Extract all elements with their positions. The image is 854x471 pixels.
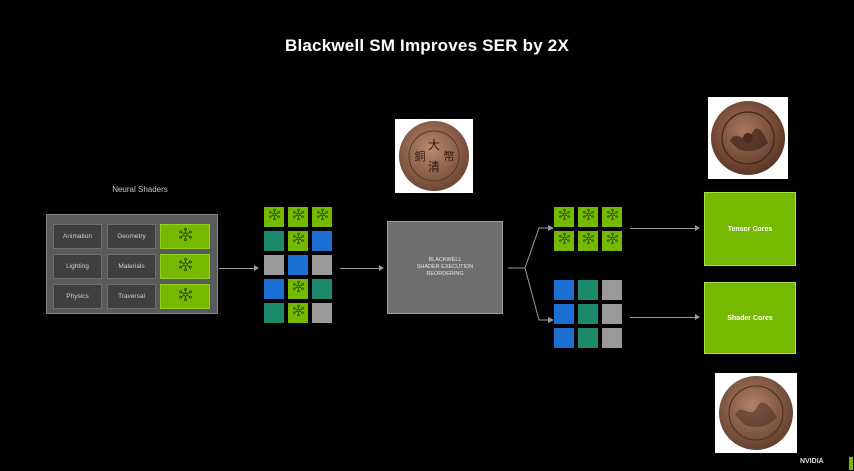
shader-item-materials: Materials xyxy=(107,254,156,279)
shader-execution-reordering-box: BLACKWELL SHADER EXECUTION REORDERING xyxy=(387,221,503,314)
shader-item-traversal: Traversal xyxy=(107,284,156,309)
thread-cell xyxy=(554,328,574,348)
ser-line: REORDERING xyxy=(426,271,464,277)
flow-arrow xyxy=(630,228,696,229)
thread-cell xyxy=(288,207,308,227)
slide-title: Blackwell SM Improves SER by 2X xyxy=(285,36,569,55)
thread-cell xyxy=(264,279,284,299)
neural-network-icon xyxy=(292,280,305,298)
coin-photo-top-center: 大 清 銅 幣 xyxy=(395,119,473,193)
svg-text:清: 清 xyxy=(428,160,440,174)
thread-cell xyxy=(578,207,598,227)
shader-item-lighting: Lighting xyxy=(53,254,102,279)
thread-cell xyxy=(578,280,598,300)
thread-cell xyxy=(288,255,308,275)
neural-network-icon xyxy=(558,208,571,226)
coin-image xyxy=(719,376,793,450)
flow-arrow xyxy=(340,268,380,269)
tensor-cores-box: Tensor Cores xyxy=(704,192,796,266)
svg-text:大: 大 xyxy=(428,138,440,152)
input-thread-grid xyxy=(264,207,338,327)
ser-line: BLACKWELL xyxy=(428,257,462,263)
thread-cell xyxy=(578,328,598,348)
nvidia-logo: NVIDIA xyxy=(800,458,824,465)
flow-arrow xyxy=(219,268,255,269)
coin-photo-bottom-right xyxy=(715,373,797,453)
thread-cell xyxy=(312,231,332,251)
thread-cell xyxy=(312,303,332,323)
thread-cell xyxy=(312,279,332,299)
thread-cell xyxy=(554,280,574,300)
thread-cell xyxy=(578,304,598,324)
flow-arrowhead xyxy=(254,265,259,271)
svg-text:銅: 銅 xyxy=(415,149,426,163)
neural-network-icon xyxy=(582,208,595,226)
coin-image: 大 清 銅 幣 xyxy=(399,121,469,191)
flow-arrow xyxy=(630,317,696,318)
branch-connector xyxy=(508,225,554,323)
coin-image xyxy=(711,101,785,175)
neural-network-icon xyxy=(268,208,281,226)
neural-network-icon xyxy=(178,227,193,247)
thread-cell xyxy=(602,304,622,324)
shader-item-physics: Physics xyxy=(53,284,102,309)
thread-cell xyxy=(288,231,308,251)
shader-item-animation: Animation xyxy=(53,224,102,249)
thread-cell xyxy=(288,279,308,299)
thread-cell xyxy=(602,328,622,348)
thread-cell xyxy=(264,255,284,275)
flow-arrowhead xyxy=(695,225,700,231)
thread-cell xyxy=(578,231,598,251)
thread-cell xyxy=(554,207,574,227)
neural-network-icon xyxy=(316,208,329,226)
neural-network-icon xyxy=(558,232,571,250)
flow-arrowhead xyxy=(379,265,384,271)
thread-cell xyxy=(312,255,332,275)
thread-cell xyxy=(554,231,574,251)
shader-item-geometry: Geometry xyxy=(107,224,156,249)
neural-network-icon xyxy=(178,287,193,307)
ser-line: SHADER EXECUTION xyxy=(416,264,474,270)
thread-cell xyxy=(264,303,284,323)
thread-cell xyxy=(312,207,332,227)
neural-network-icon xyxy=(292,304,305,322)
thread-cell xyxy=(264,207,284,227)
coin-photo-top-right xyxy=(708,97,788,179)
neural-green-cell xyxy=(160,284,210,309)
thread-cell xyxy=(602,207,622,227)
thread-cell xyxy=(264,231,284,251)
svg-text:幣: 幣 xyxy=(444,150,455,163)
neural-network-icon xyxy=(292,232,305,250)
nvidia-accent-bar xyxy=(849,457,853,470)
neural-network-icon xyxy=(582,232,595,250)
neural-network-icon xyxy=(292,208,305,226)
neural-network-icon xyxy=(178,257,193,277)
neural-network-icon xyxy=(606,208,619,226)
neural-green-cell xyxy=(160,224,210,249)
thread-cell xyxy=(288,303,308,323)
flow-arrowhead xyxy=(695,314,700,320)
neural-green-cell xyxy=(160,254,210,279)
shader-cores-box: Shader Cores xyxy=(704,282,796,354)
neural-shaders-label: Neural Shaders xyxy=(112,185,168,194)
tensor-thread-grid xyxy=(554,207,628,253)
thread-cell xyxy=(602,280,622,300)
thread-cell xyxy=(602,231,622,251)
neural-network-icon xyxy=(606,232,619,250)
thread-cell xyxy=(554,304,574,324)
shader-thread-grid xyxy=(554,280,628,352)
